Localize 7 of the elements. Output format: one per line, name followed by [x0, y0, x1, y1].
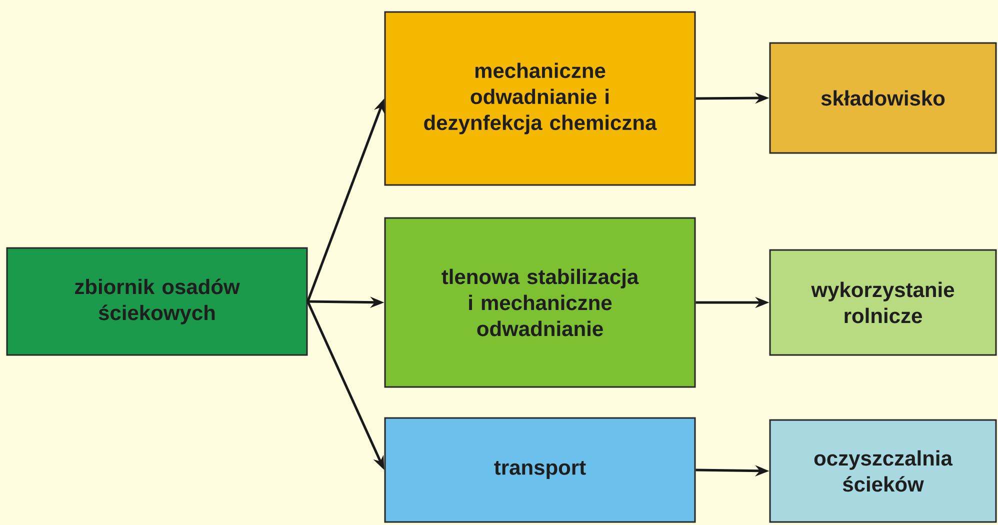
process-box: wykorzystanie rolnicze	[769, 249, 997, 356]
process-box: transport	[384, 417, 696, 523]
process-box: oczyszczalnia ścieków	[769, 419, 997, 523]
process-box: tlenowa stabilizacja i mechaniczne odwadnianie	[384, 217, 696, 388]
process-box: zbiornik osadów ściekowych	[6, 247, 308, 356]
process-box: mechaniczne odwadnianie i dezynfekcja chemiczna	[384, 11, 696, 186]
process-box: składowisko	[769, 42, 997, 154]
